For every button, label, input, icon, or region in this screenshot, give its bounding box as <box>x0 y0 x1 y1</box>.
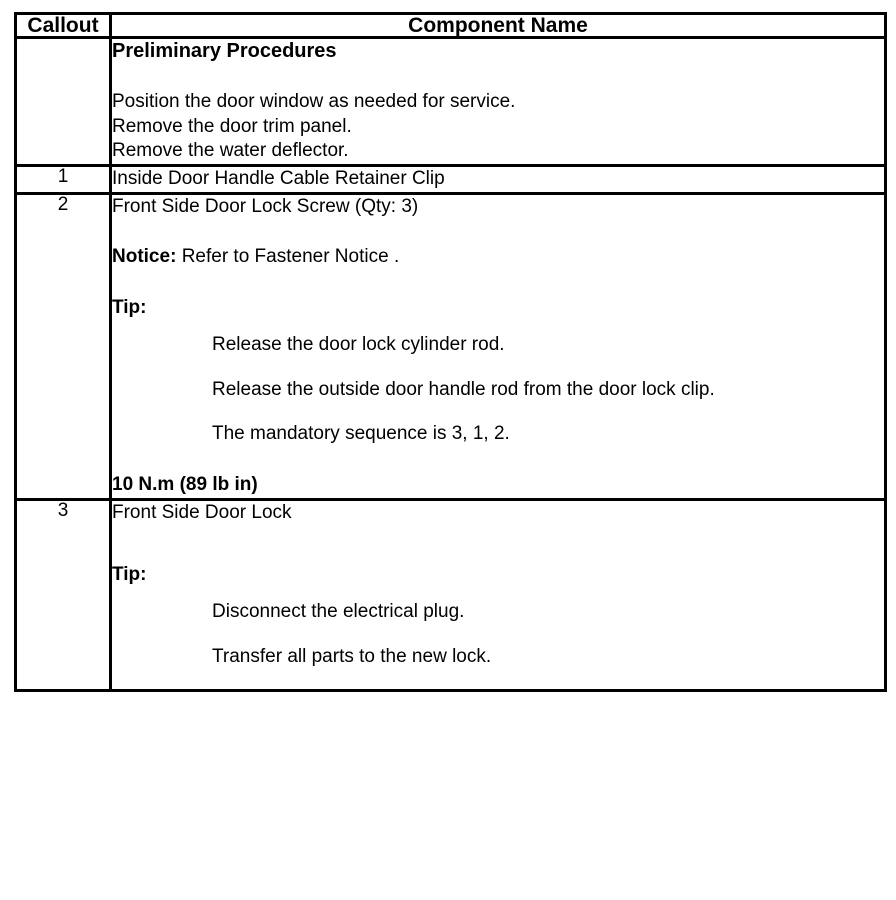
cell-preliminary-procedures: Preliminary Procedures Position the door… <box>109 35 887 168</box>
table-header: Callout Component Name <box>14 12 887 39</box>
spacer <box>112 402 884 422</box>
component-title-3: Front Side Door Lock <box>112 501 292 523</box>
table-row-2: 2 Front Side Door Lock Screw (Qty: 3) No… <box>14 191 887 501</box>
component-table: Callout Component Name Preliminary Proce… <box>14 12 887 693</box>
list-item: Position the door window as needed for s… <box>112 91 516 112</box>
spacer <box>112 669 884 689</box>
callout-number-3: 3 <box>14 497 112 693</box>
column-header-component-name: Component Name <box>109 12 887 39</box>
spacer <box>112 270 884 296</box>
callout-number-preliminary <box>14 35 112 168</box>
table-header-row: Callout Component Name <box>14 12 887 39</box>
tip-label-2: Tip: <box>112 297 147 319</box>
spacer <box>112 219 884 245</box>
cell-component-1: Inside Door Handle Cable Retainer Clip <box>109 164 887 195</box>
spacer <box>112 525 884 551</box>
column-header-callout: Callout <box>14 12 112 39</box>
table-row-preliminary: Preliminary Procedures Position the door… <box>14 35 887 168</box>
table-body: Preliminary Procedures Position the door… <box>14 35 887 693</box>
callout-number-2: 2 <box>14 191 112 501</box>
spacer <box>112 358 884 378</box>
tip-label-3: Tip: <box>112 564 147 586</box>
cell-component-3: Front Side Door Lock Tip: Disconnect the… <box>109 497 887 693</box>
list-item: Remove the door trim panel. <box>112 115 352 137</box>
component-title-1: Inside Door Handle Cable Retainer Clip <box>112 168 445 190</box>
torque-specification-2: 10 N.m (89 lb in) <box>112 473 258 495</box>
tip-item: Release the outside door handle rod from… <box>212 378 715 400</box>
preliminary-procedures-title: Preliminary Procedures <box>112 40 337 62</box>
notice-text: Refer to Fastener Notice . <box>181 246 400 268</box>
tip-item: Disconnect the electrical plug. <box>212 600 465 622</box>
cell-component-2: Front Side Door Lock Screw (Qty: 3) Noti… <box>109 191 887 501</box>
table-row-3: 3 Front Side Door Lock Tip: Disconnect t… <box>14 497 887 693</box>
preliminary-procedures-list: Position the door window as needed for s… <box>112 90 884 164</box>
spacer <box>112 447 884 473</box>
tip-item: Transfer all parts to the new lock. <box>212 645 492 667</box>
notice-label: Notice: <box>112 246 177 268</box>
spacer <box>112 64 884 90</box>
table-row-1: 1 Inside Door Handle Cable Retainer Clip <box>14 164 887 195</box>
tip-item: The mandatory sequence is 3, 1, 2. <box>212 423 510 445</box>
spacer <box>112 551 884 563</box>
callout-number-1: 1 <box>14 164 112 195</box>
spacer <box>112 588 884 600</box>
list-item: Remove the water deflector. <box>112 140 349 162</box>
spacer <box>112 625 884 645</box>
spacer <box>112 321 884 333</box>
notice-block-2: Notice: Refer to Fastener Notice . <box>112 245 884 270</box>
component-title-2: Front Side Door Lock Screw (Qty: 3) <box>112 195 419 217</box>
tip-item: Release the door lock cylinder rod. <box>212 333 505 355</box>
